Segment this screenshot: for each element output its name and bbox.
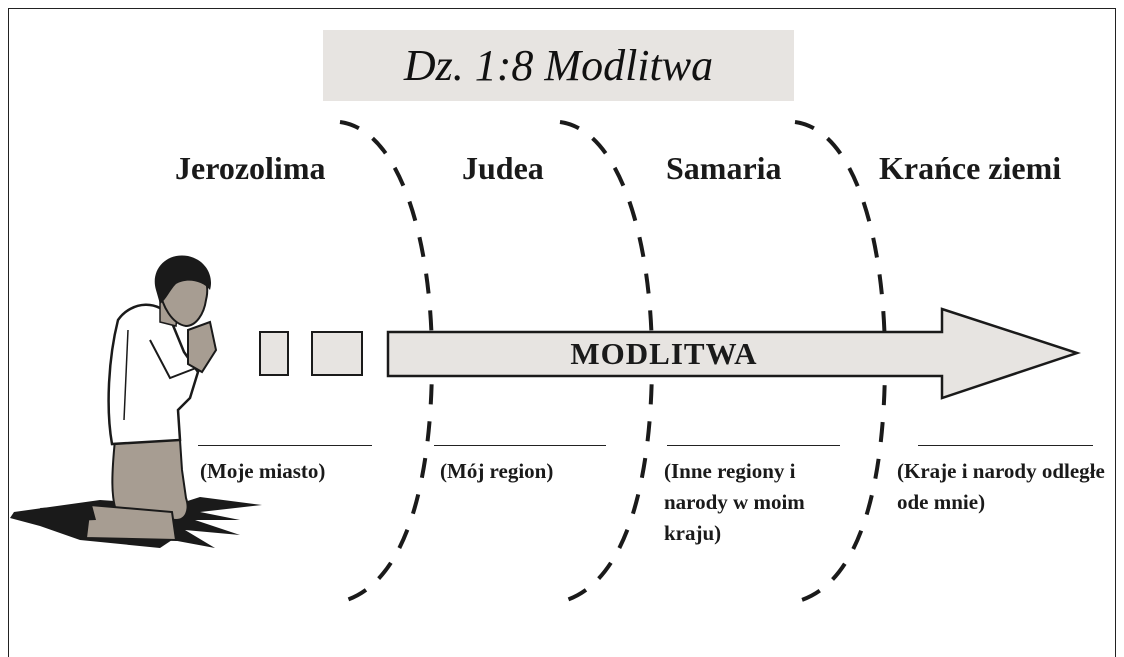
zone-desc-judea: (Mój region): [440, 459, 554, 483]
small-box-1: [259, 331, 289, 376]
small-box-2: [311, 331, 363, 376]
rule-1: [198, 445, 372, 446]
rule-2: [434, 445, 606, 446]
zone-desc-jerusalem: (Moje miasto): [200, 459, 326, 483]
zone-label-samaria: Samaria: [666, 150, 782, 186]
title-box: Dz. 1:8 Modlitwa: [323, 30, 794, 101]
zone-desc-ends-of-earth: (Kraje i narody odległe ode mnie): [897, 459, 1105, 514]
rule-3: [667, 445, 840, 446]
diagram-title: Dz. 1:8 Modlitwa: [403, 41, 714, 90]
zone-label-judea: Judea: [462, 150, 544, 186]
prayer-arrow: [386, 307, 1081, 400]
rule-4: [918, 445, 1093, 446]
zone-label-jerusalem: Jerozolima: [175, 150, 326, 186]
kneeling-praying-person-icon: [10, 255, 262, 548]
zone-label-ends-of-earth: Krańce ziemi: [879, 150, 1062, 186]
zone-desc-samaria: (Inne regiony i narody w moim kraju): [664, 459, 805, 545]
arrow-label: MODLITWA: [570, 336, 758, 371]
diagram-frame: [8, 8, 1116, 657]
